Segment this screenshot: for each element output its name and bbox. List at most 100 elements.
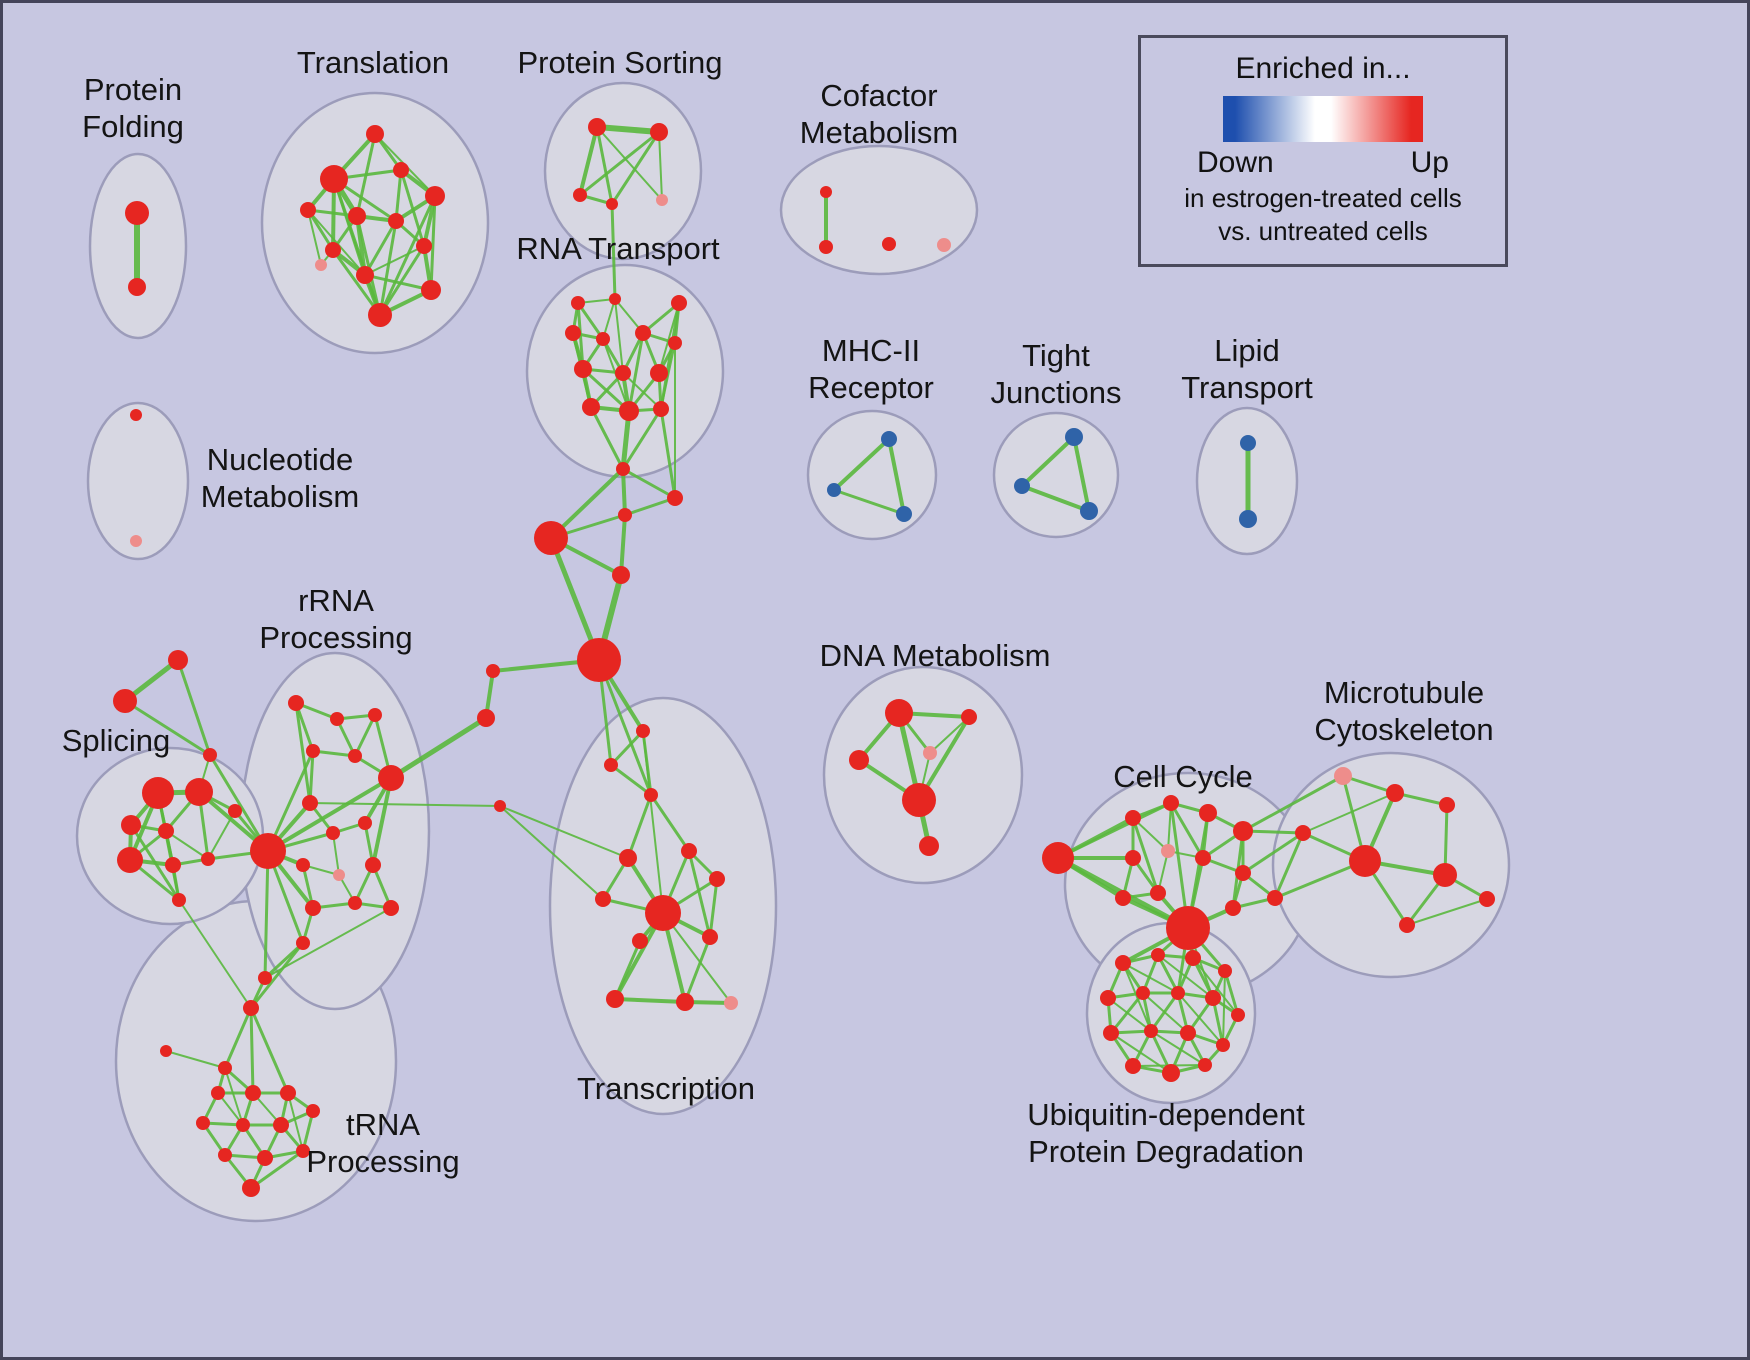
network-node[interactable] — [885, 699, 913, 727]
network-node[interactable] — [117, 847, 143, 873]
network-edge[interactable] — [613, 997, 687, 1004]
network-node[interactable] — [668, 336, 682, 350]
network-edge[interactable] — [614, 298, 624, 374]
network-edge[interactable] — [708, 877, 719, 939]
network-edge[interactable] — [123, 699, 212, 757]
network-edge[interactable] — [1131, 816, 1160, 895]
network-edge[interactable] — [610, 202, 617, 301]
network-edge[interactable] — [394, 168, 403, 223]
network-node[interactable] — [1399, 917, 1415, 933]
network-edge[interactable] — [499, 805, 604, 900]
network-node[interactable] — [1231, 1008, 1245, 1022]
network-node[interactable] — [203, 748, 217, 762]
network-node[interactable] — [296, 936, 310, 950]
network-node[interactable] — [1439, 797, 1455, 813]
network-edge[interactable] — [929, 716, 970, 754]
network-node[interactable] — [1125, 850, 1141, 866]
network-edge[interactable] — [294, 701, 312, 805]
network-node[interactable] — [849, 750, 869, 770]
network-edge[interactable] — [609, 729, 645, 767]
network-node[interactable] — [588, 118, 606, 136]
network-node[interactable] — [1125, 1058, 1141, 1074]
network-node[interactable] — [582, 398, 600, 416]
network-node[interactable] — [250, 833, 286, 869]
network-node[interactable] — [702, 929, 718, 945]
network-edge[interactable] — [687, 849, 712, 939]
network-node[interactable] — [1042, 842, 1074, 874]
network-edge[interactable] — [1241, 831, 1305, 875]
network-edge[interactable] — [249, 1006, 290, 1095]
network-node[interactable] — [618, 508, 632, 522]
network-node[interactable] — [1225, 900, 1241, 916]
network-node[interactable] — [1185, 950, 1201, 966]
network-edge[interactable] — [660, 342, 676, 410]
network-node[interactable] — [326, 826, 340, 840]
network-edge[interactable] — [165, 1050, 226, 1069]
network-node[interactable] — [425, 186, 445, 206]
network-node[interactable] — [494, 800, 506, 812]
network-node[interactable] — [937, 238, 951, 252]
network-node[interactable] — [619, 849, 637, 867]
network-edge[interactable] — [662, 912, 732, 1004]
network-node[interactable] — [1115, 890, 1131, 906]
network-node[interactable] — [1136, 986, 1150, 1000]
network-edge[interactable] — [576, 301, 605, 341]
network-edge[interactable] — [207, 810, 236, 860]
network-node[interactable] — [158, 823, 174, 839]
network-node[interactable] — [1295, 825, 1311, 841]
network-node[interactable] — [393, 162, 409, 178]
network-node[interactable] — [211, 1086, 225, 1100]
network-edge[interactable] — [176, 658, 212, 757]
network-node[interactable] — [1240, 435, 1256, 451]
network-edge[interactable] — [332, 832, 340, 876]
network-node[interactable] — [330, 712, 344, 726]
network-edge[interactable] — [1241, 829, 1305, 835]
network-node[interactable] — [1349, 845, 1381, 877]
network-node[interactable] — [961, 709, 977, 725]
network-edge[interactable] — [623, 496, 677, 517]
network-node[interactable] — [1065, 428, 1083, 446]
network-node[interactable] — [902, 783, 936, 817]
network-edge[interactable] — [1107, 997, 1152, 1032]
network-edge[interactable] — [378, 219, 398, 317]
network-node[interactable] — [486, 664, 500, 678]
network-node[interactable] — [1100, 990, 1116, 1006]
network-node[interactable] — [645, 895, 681, 931]
network-edge[interactable] — [363, 219, 398, 277]
network-edge[interactable] — [1211, 996, 1225, 1047]
network-node[interactable] — [635, 325, 651, 341]
network-node[interactable] — [1198, 1058, 1212, 1072]
network-node[interactable] — [1233, 821, 1253, 841]
network-node[interactable] — [125, 201, 149, 225]
network-edge[interactable] — [224, 1067, 244, 1126]
network-node[interactable] — [1162, 1064, 1180, 1082]
network-edge[interactable] — [1192, 957, 1239, 1016]
network-edge[interactable] — [1302, 792, 1396, 834]
network-edge[interactable] — [1072, 435, 1091, 513]
network-node[interactable] — [709, 871, 725, 887]
network-edge[interactable] — [1241, 774, 1345, 833]
network-edge[interactable] — [353, 713, 377, 758]
network-edge[interactable] — [887, 437, 906, 516]
network-edge[interactable] — [594, 124, 662, 135]
network-node[interactable] — [368, 303, 392, 327]
network-node[interactable] — [320, 165, 348, 193]
network-node[interactable] — [243, 1000, 259, 1016]
network-node[interactable] — [1150, 885, 1166, 901]
network-node[interactable] — [168, 650, 188, 670]
network-node[interactable] — [595, 891, 611, 907]
network-edge[interactable] — [621, 467, 627, 517]
network-edge[interactable] — [178, 899, 252, 1009]
network-node[interactable] — [366, 125, 384, 143]
network-node[interactable] — [258, 971, 272, 985]
network-edge[interactable] — [249, 941, 305, 1010]
network-node[interactable] — [827, 483, 841, 497]
network-edge[interactable] — [1150, 1030, 1206, 1066]
network-node[interactable] — [1115, 955, 1131, 971]
network-node[interactable] — [245, 1085, 261, 1101]
network-node[interactable] — [1080, 502, 1098, 520]
network-node[interactable] — [571, 296, 585, 310]
network-node[interactable] — [1218, 964, 1232, 978]
network-node[interactable] — [348, 896, 362, 910]
network-node[interactable] — [820, 186, 832, 198]
